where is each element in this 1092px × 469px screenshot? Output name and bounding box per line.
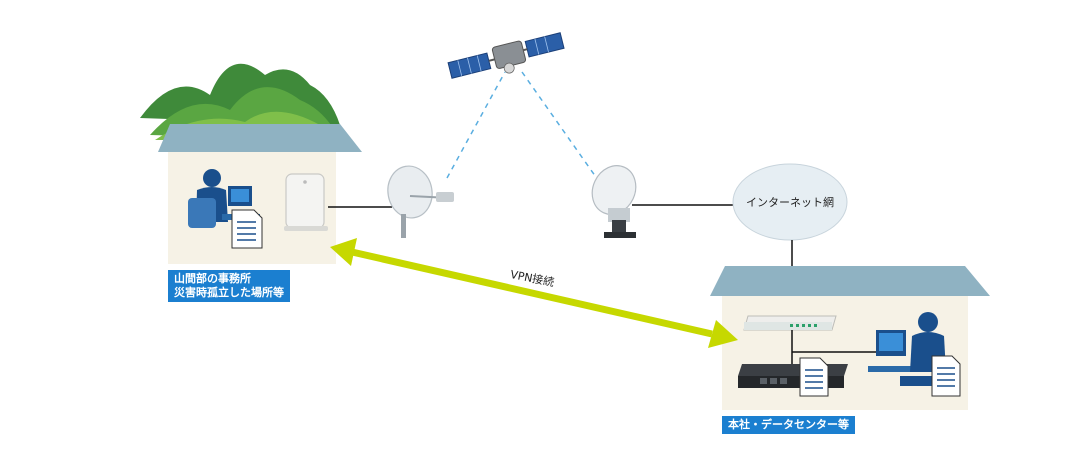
- remote-site-label: 山間部の事務所 災害時孤立した場所等: [168, 270, 290, 302]
- document-icon: [799, 357, 829, 397]
- internet-label: インターネット網: [746, 196, 834, 209]
- hq-label: 本社・データセンター等: [722, 416, 855, 434]
- satellite-icon: [447, 32, 565, 79]
- document-icon: [231, 209, 263, 249]
- satellite-uplink: [446, 71, 506, 179]
- internet-cloud: [732, 163, 848, 241]
- switch-icon: [743, 315, 837, 331]
- vpn-connection-arrow: [330, 238, 738, 348]
- router-icon: [284, 173, 328, 231]
- ground-station-icon: [591, 165, 637, 238]
- satellite-downlink: [521, 71, 599, 181]
- person-at-pc-icon: [188, 169, 260, 228]
- remote-site-label-line2: 災害時孤立した場所等: [174, 286, 284, 299]
- firewall-icon: [738, 364, 848, 388]
- satellite-dish-icon: [387, 165, 454, 238]
- document-icon: [931, 355, 961, 397]
- remote-site-label-line1: 山間部の事務所: [174, 272, 251, 285]
